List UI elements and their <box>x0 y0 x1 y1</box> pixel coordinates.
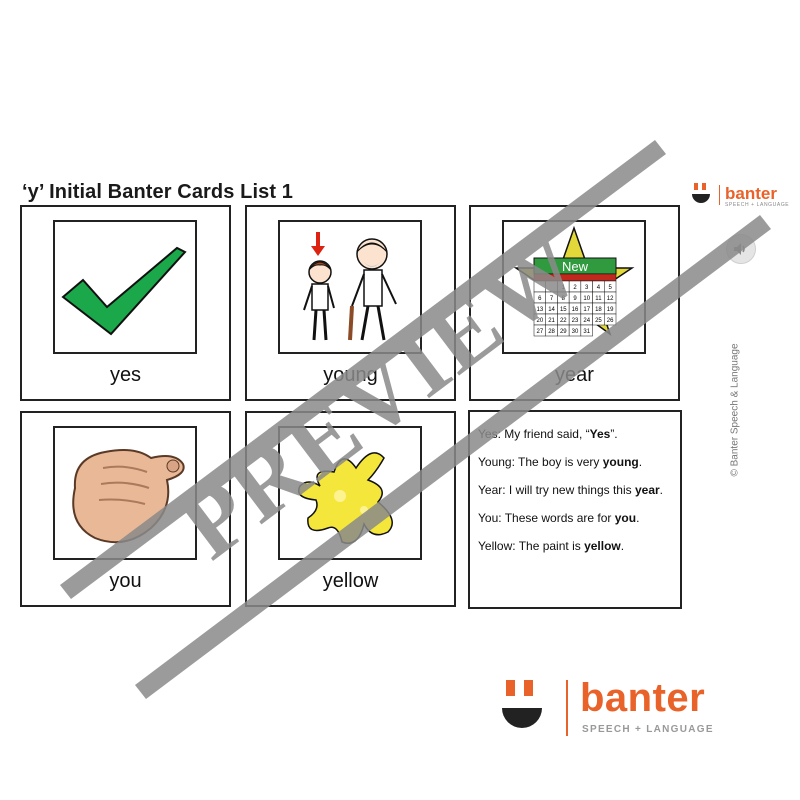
logo-divider <box>566 680 568 736</box>
speaker-icon <box>734 243 745 255</box>
card-picture <box>53 426 197 560</box>
card-yellow[interactable]: yellow <box>245 411 456 607</box>
card-word: you <box>109 570 142 592</box>
calendar-cell <box>545 280 558 293</box>
card-word: year <box>555 364 594 386</box>
copyright-text: © Banter Speech & Language <box>729 343 741 477</box>
calendar-cell <box>533 280 546 293</box>
card-word: yes <box>109 364 142 386</box>
calendar-label: New <box>562 259 589 274</box>
sentence-young: Young: The boy is very young. <box>478 455 643 469</box>
sentence-card: Yes: My friend said, “Yes”. Young: The b… <box>468 410 682 609</box>
card-young[interactable]: young <box>245 205 456 401</box>
calendar-day: 14 <box>548 307 555 313</box>
brand-tagline: SPEECH + LANGUAGE <box>725 202 790 208</box>
logo-divider <box>719 185 720 205</box>
sentence-yellow: Yellow: The paint is yellow. <box>478 539 625 553</box>
brand-name: banter <box>725 184 777 203</box>
calendar-day: 28 <box>548 329 555 335</box>
boy-and-old-man-icon <box>303 232 397 341</box>
calendar-day: 17 <box>583 307 590 313</box>
calendar-day: 22 <box>560 318 567 324</box>
sentence-you: You: These words are for you. <box>478 511 640 525</box>
calendar-day: 16 <box>572 307 579 313</box>
sentence-year: Year: I will try new things this year. <box>478 483 664 497</box>
audio-play-button[interactable] <box>726 234 756 264</box>
card-yes[interactable]: yes <box>20 205 231 401</box>
calendar-day: 10 <box>583 296 590 302</box>
brand-tagline-large: SPEECH + LANGUAGE <box>582 724 714 735</box>
calendar-day: 13 <box>537 307 544 313</box>
calendar-day: 19 <box>607 307 614 313</box>
page-title: ‘y’ Initial Banter Cards List 1 <box>22 181 293 203</box>
calendar-day: 24 <box>583 318 590 324</box>
yellow-paint-splat-icon <box>298 452 393 544</box>
pointing-hand-icon <box>72 449 185 544</box>
banter-quote-mark-icon <box>502 680 542 728</box>
checkmark-icon <box>61 246 187 336</box>
calendar-day: 21 <box>548 318 555 324</box>
card-picture <box>278 220 422 354</box>
banter-logo-small: banter SPEECH + LANGUAGE <box>692 182 792 212</box>
calendar-day: 12 <box>607 296 614 302</box>
calendar-day: 30 <box>572 329 579 335</box>
calendar-day: 31 <box>583 329 590 335</box>
banter-quote-mark-icon <box>692 183 710 203</box>
calendar-day: 27 <box>537 329 544 335</box>
calendar-day: 11 <box>595 296 602 302</box>
calendar-day: 20 <box>537 318 544 324</box>
calendar-day: 15 <box>560 307 567 313</box>
calendar-day: 25 <box>595 318 602 324</box>
banter-logo-large: banter SPEECH + LANGUAGE <box>502 676 732 746</box>
card-word: young <box>323 364 378 386</box>
card-you[interactable]: you <box>20 411 231 607</box>
calendar-day: 26 <box>607 318 614 324</box>
brand-name-large: banter <box>580 676 706 720</box>
card-picture <box>53 220 197 354</box>
card-picture <box>278 426 422 560</box>
sentence-yes: Yes: My friend said, “Yes”. <box>478 427 618 441</box>
calendar-day: 29 <box>560 329 567 335</box>
card-word: yellow <box>322 570 379 592</box>
calendar-day: 18 <box>595 307 602 313</box>
calendar-day: 23 <box>572 318 579 324</box>
